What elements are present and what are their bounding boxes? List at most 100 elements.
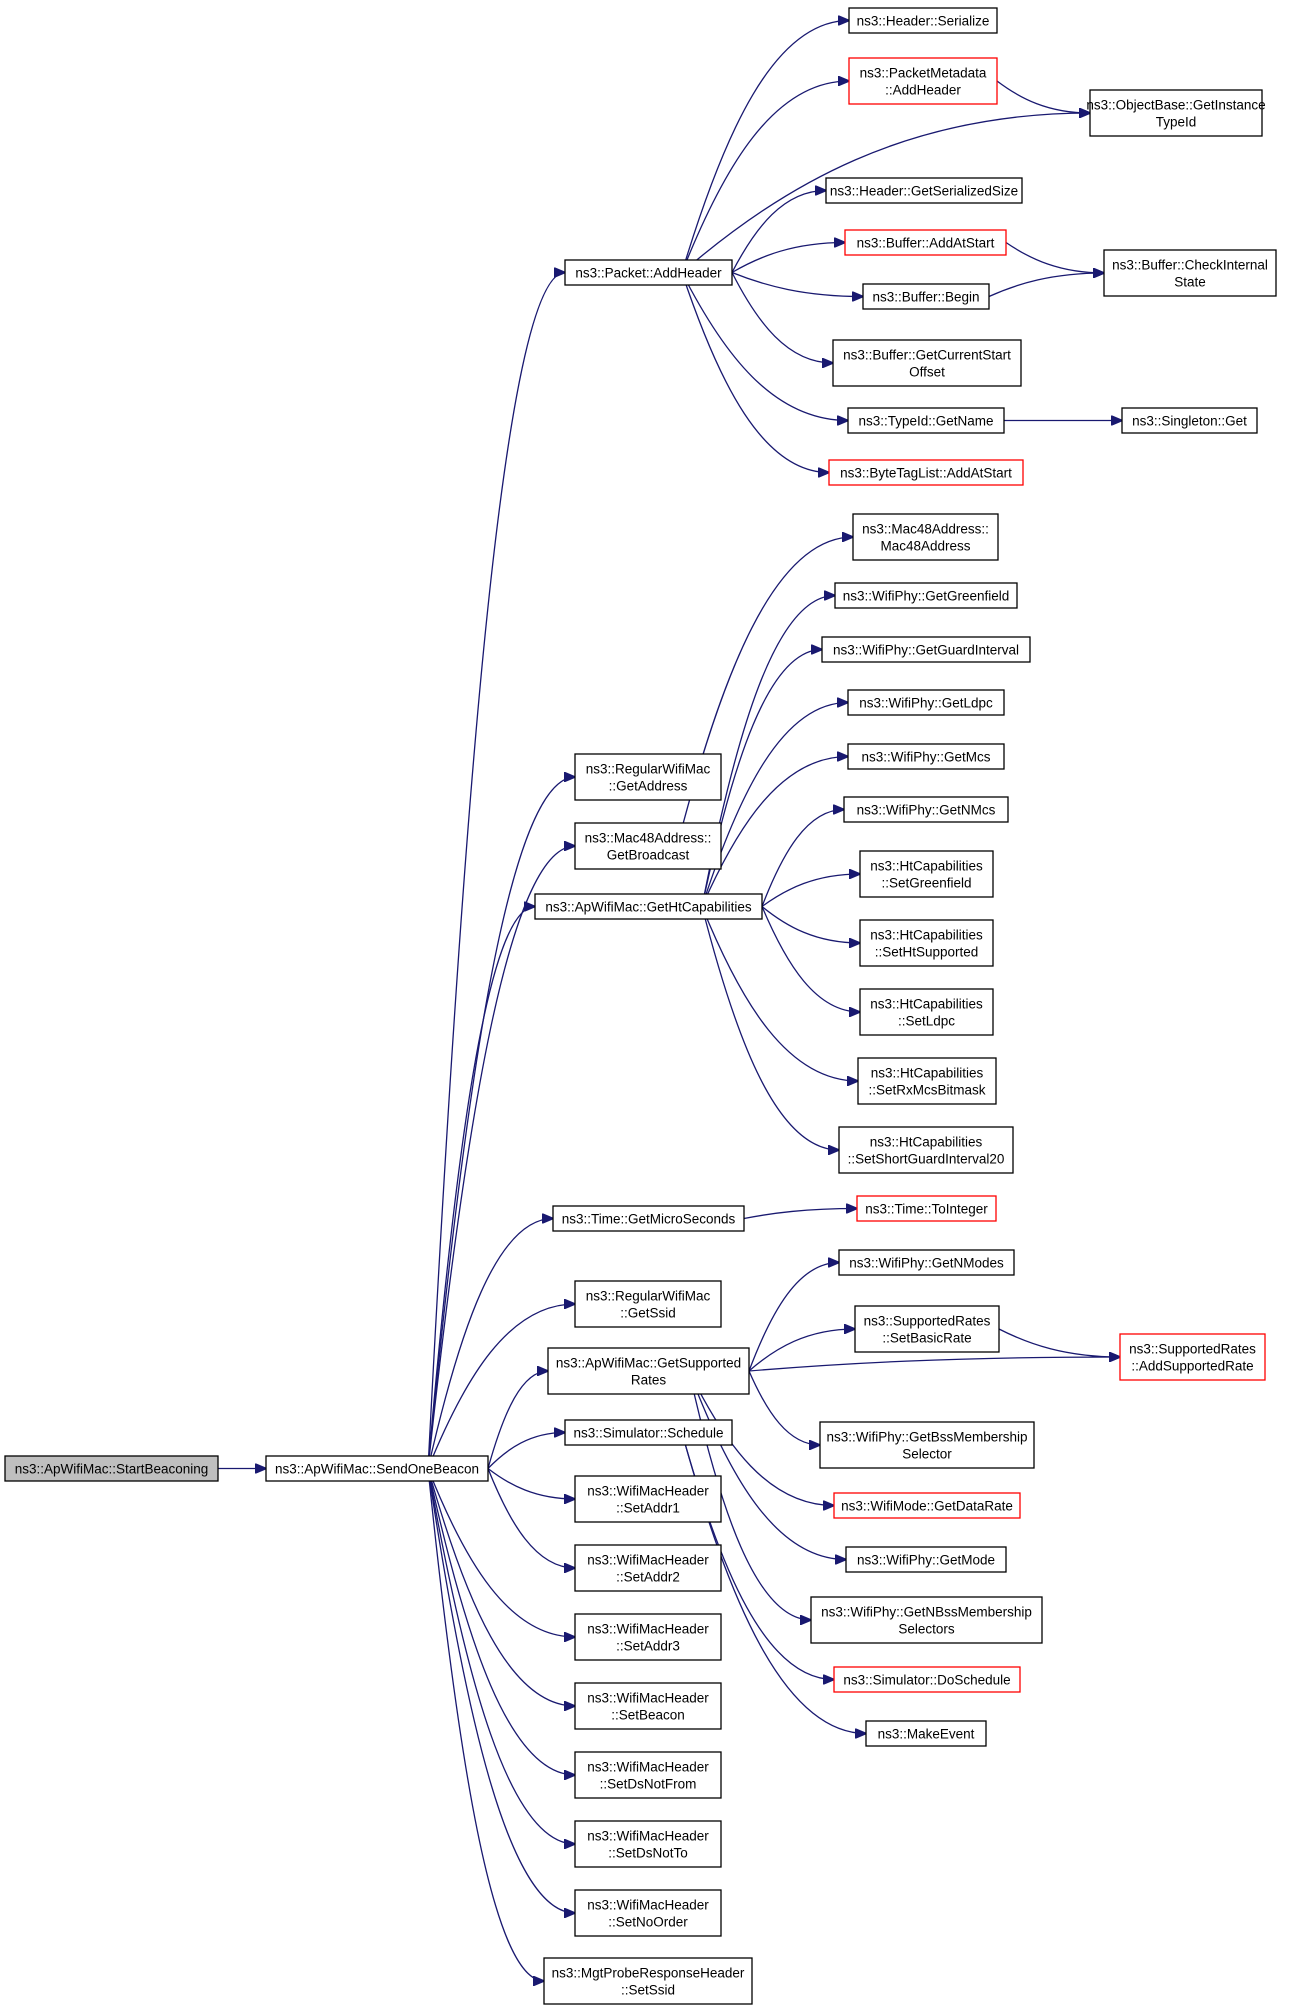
node-box bbox=[1121, 407, 1258, 434]
node-getguard[interactable]: ns3::WifiPhy::GetGuardInterval bbox=[821, 636, 1031, 663]
edge-getht-to-getnmcs bbox=[761, 810, 844, 907]
node-box bbox=[833, 1492, 1021, 1519]
node-bytetaglist[interactable]: ns3::ByteTagList::AddAtStart bbox=[828, 459, 1024, 486]
edge-send-to-addheader bbox=[427, 273, 565, 1469]
edge-getsupported-to-getdatarate bbox=[688, 1370, 834, 1506]
node-box bbox=[844, 229, 1007, 256]
node-getgreenfield[interactable]: ns3::WifiPhy::GetGreenfield bbox=[834, 582, 1018, 609]
node-box bbox=[852, 513, 999, 561]
node-box bbox=[821, 636, 1031, 663]
node-getht[interactable]: ns3::ApWifiMac::GetHtCapabilities bbox=[534, 893, 763, 920]
node-label: Selectors bbox=[898, 1622, 955, 1637]
node-label: ns3::Singleton::Get bbox=[1132, 414, 1247, 429]
node-setaddr2[interactable]: ns3::WifiMacHeader::SetAddr2 bbox=[574, 1544, 722, 1592]
node-label: ns3::Mac48Address:: bbox=[585, 831, 712, 846]
node-label: ns3::MakeEvent bbox=[878, 1727, 975, 1742]
node-getmcs[interactable]: ns3::WifiPhy::GetMcs bbox=[847, 743, 1005, 770]
node-box bbox=[843, 796, 1009, 823]
edge-addheader-to-getinstance bbox=[681, 113, 1090, 273]
node-getbroadcast[interactable]: ns3::Mac48Address::GetBroadcast bbox=[574, 822, 722, 870]
edge-getsupported-to-getnmodes bbox=[748, 1263, 839, 1372]
node-box bbox=[1089, 89, 1263, 137]
node-label: ns3::Packet::AddHeader bbox=[575, 266, 722, 281]
node-label: ns3::Buffer::GetCurrentStart bbox=[843, 348, 1011, 363]
node-getldpc[interactable]: ns3::WifiPhy::GetLdpc bbox=[847, 689, 1005, 716]
node-label: ns3::ByteTagList::AddAtStart bbox=[840, 466, 1012, 481]
node-start[interactable]: ns3::ApWifiMac::StartBeaconing bbox=[4, 1455, 219, 1482]
node-mac48ctor[interactable]: ns3::Mac48Address::Mac48Address bbox=[852, 513, 999, 561]
node-tointeger[interactable]: ns3::Time::ToInteger bbox=[856, 1195, 997, 1222]
node-box bbox=[828, 459, 1024, 486]
node-label: Rates bbox=[631, 1373, 667, 1388]
node-setdsnotto[interactable]: ns3::WifiMacHeader::SetDsNotTo bbox=[574, 1820, 722, 1868]
node-setdsnotfrom[interactable]: ns3::WifiMacHeader::SetDsNotFrom bbox=[574, 1751, 722, 1799]
node-sethtsupported[interactable]: ns3::HtCapabilities::SetHtSupported bbox=[859, 919, 994, 967]
node-setbasicrate[interactable]: ns3::SupportedRates::SetBasicRate bbox=[854, 1305, 1000, 1353]
node-addsupported[interactable]: ns3::SupportedRates::AddSupportedRate bbox=[1119, 1333, 1266, 1381]
node-box bbox=[847, 689, 1005, 716]
node-label: ns3::Time::ToInteger bbox=[865, 1202, 988, 1217]
node-label: ::SetHtSupported bbox=[875, 945, 979, 960]
edge-getht-to-setshortgi bbox=[701, 906, 839, 1151]
edge-send-to-schedule bbox=[487, 1433, 565, 1469]
edge-send-to-getsupported bbox=[487, 1371, 548, 1469]
node-setbeacon[interactable]: ns3::WifiMacHeader::SetBeacon bbox=[574, 1682, 722, 1730]
node-setshortgi[interactable]: ns3::HtCapabilities::SetShortGuardInterv… bbox=[838, 1126, 1014, 1174]
node-box bbox=[574, 1682, 722, 1730]
edge-send-to-setbeacon bbox=[427, 1468, 575, 1707]
node-setrxmcs[interactable]: ns3::HtCapabilities::SetRxMcsBitmask bbox=[857, 1057, 997, 1105]
edge-getsupported-to-getmode bbox=[688, 1370, 846, 1560]
node-getdatarate[interactable]: ns3::WifiMode::GetDataRate bbox=[833, 1492, 1021, 1519]
node-label: ::AddHeader bbox=[885, 83, 961, 98]
node-label: ns3::Buffer::Begin bbox=[872, 290, 979, 305]
node-setaddr3[interactable]: ns3::WifiMacHeader::SetAddr3 bbox=[574, 1613, 722, 1661]
edge-getsupported-to-getbss bbox=[748, 1370, 820, 1445]
node-label: ns3::HtCapabilities bbox=[870, 928, 983, 943]
node-box bbox=[574, 1751, 722, 1799]
node-setldpc[interactable]: ns3::HtCapabilities::SetLdpc bbox=[859, 988, 994, 1036]
node-getmicro[interactable]: ns3::Time::GetMicroSeconds bbox=[552, 1205, 745, 1232]
node-getssid[interactable]: ns3::RegularWifiMac::GetSsid bbox=[574, 1280, 722, 1328]
node-serialize[interactable]: ns3::Header::Serialize bbox=[848, 7, 998, 34]
node-label: ns3::RegularWifiMac bbox=[586, 1289, 711, 1304]
node-send[interactable]: ns3::ApWifiMac::SendOneBeacon bbox=[265, 1455, 489, 1482]
node-getsersize[interactable]: ns3::Header::GetSerializedSize bbox=[825, 177, 1023, 204]
node-box bbox=[1119, 1333, 1266, 1381]
node-typeidgetname[interactable]: ns3::TypeId::GetName bbox=[847, 407, 1005, 434]
node-bufaddatstart[interactable]: ns3::Buffer::AddAtStart bbox=[844, 229, 1007, 256]
node-singletonget[interactable]: ns3::Singleton::Get bbox=[1121, 407, 1258, 434]
node-setgreenfield[interactable]: ns3::HtCapabilities::SetGreenfield bbox=[859, 850, 994, 898]
node-mgtsetssid[interactable]: ns3::MgtProbeResponseHeader::SetSsid bbox=[543, 1957, 753, 2005]
node-addheader[interactable]: ns3::Packet::AddHeader bbox=[564, 259, 733, 286]
node-label: ns3::ApWifiMac::GetHtCapabilities bbox=[545, 900, 752, 915]
edge-addheader-to-bytetaglist bbox=[681, 272, 829, 473]
node-setnoorder[interactable]: ns3::WifiMacHeader::SetNoOrder bbox=[574, 1889, 722, 1937]
node-box bbox=[543, 1957, 753, 2005]
edge-getsupported-to-addsupported bbox=[748, 1357, 1120, 1372]
node-box bbox=[865, 1720, 987, 1747]
node-setaddr1[interactable]: ns3::WifiMacHeader::SetAddr1 bbox=[574, 1475, 722, 1523]
node-doschedule[interactable]: ns3::Simulator::DoSchedule bbox=[833, 1666, 1021, 1693]
node-getnmcs[interactable]: ns3::WifiPhy::GetNMcs bbox=[843, 796, 1009, 823]
node-bufbegin[interactable]: ns3::Buffer::Begin bbox=[862, 283, 990, 310]
node-schedule[interactable]: ns3::Simulator::Schedule bbox=[564, 1419, 733, 1446]
node-label: ns3::SupportedRates bbox=[864, 1314, 991, 1329]
node-label: ns3::WifiMacHeader bbox=[587, 1691, 709, 1706]
node-label: ns3::ApWifiMac::GetSupported bbox=[556, 1356, 741, 1371]
node-makeevent[interactable]: ns3::MakeEvent bbox=[865, 1720, 987, 1747]
node-regaddr[interactable]: ns3::RegularWifiMac::GetAddress bbox=[574, 753, 722, 801]
node-box bbox=[862, 283, 990, 310]
node-getnmodes[interactable]: ns3::WifiPhy::GetNModes bbox=[838, 1249, 1015, 1276]
node-box bbox=[574, 1280, 722, 1328]
edge-getht-to-setgreenfield bbox=[761, 874, 860, 908]
node-pmaddheader[interactable]: ns3::PacketMetadata::AddHeader bbox=[848, 57, 998, 105]
node-label: ns3::WifiPhy::GetNModes bbox=[849, 1256, 1004, 1271]
edge-send-to-mgtsetssid bbox=[427, 1468, 544, 1982]
node-getmode[interactable]: ns3::WifiPhy::GetMode bbox=[845, 1546, 1007, 1573]
